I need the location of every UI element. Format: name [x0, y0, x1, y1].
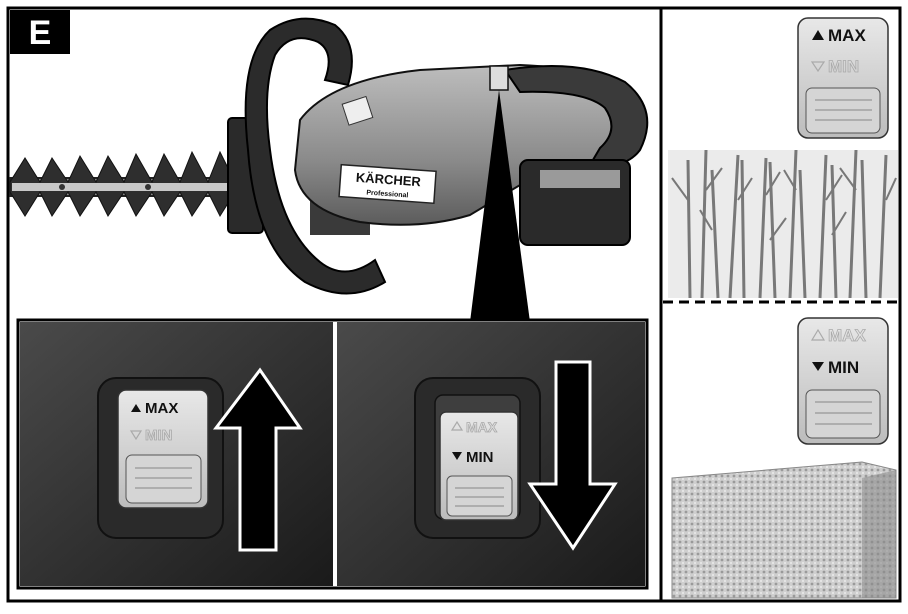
right-max-label-inactive: MAX — [828, 326, 866, 345]
brand-sub: Professional — [366, 190, 408, 200]
fine-branches-example: MAX MIN — [671, 317, 897, 599]
thick-branches-example: MAX MIN — [668, 17, 898, 299]
max-label: MAX — [145, 400, 178, 417]
switch-location-marker — [489, 65, 509, 91]
right-min-label: MIN — [828, 358, 859, 377]
switch-max-setting: MAX MIN — [97, 367, 303, 552]
switch-min-setting: MAX MIN — [414, 360, 618, 551]
min-label: MIN — [466, 449, 494, 466]
panel-label-badge: E — [10, 10, 70, 54]
panel-label: E — [29, 14, 52, 52]
right-min-label-inactive: MIN — [828, 57, 859, 76]
brand-name: KÄRCHER — [355, 170, 421, 190]
max-label-inactive: MAX — [466, 419, 498, 435]
arrow-down-icon — [527, 360, 618, 551]
zoom-callout — [470, 90, 530, 322]
dense-hedge-illustration — [671, 461, 897, 599]
right-max-label: MAX — [828, 26, 866, 45]
thick-branches-illustration — [671, 149, 897, 299]
arrow-up-icon — [212, 367, 303, 552]
switch-detail-panels: MAX MIN MAX MIN — [16, 318, 649, 590]
min-label-inactive: MIN — [145, 427, 173, 444]
hedge-trimmer-illustration: KÄRCHER Professional — [9, 17, 649, 322]
